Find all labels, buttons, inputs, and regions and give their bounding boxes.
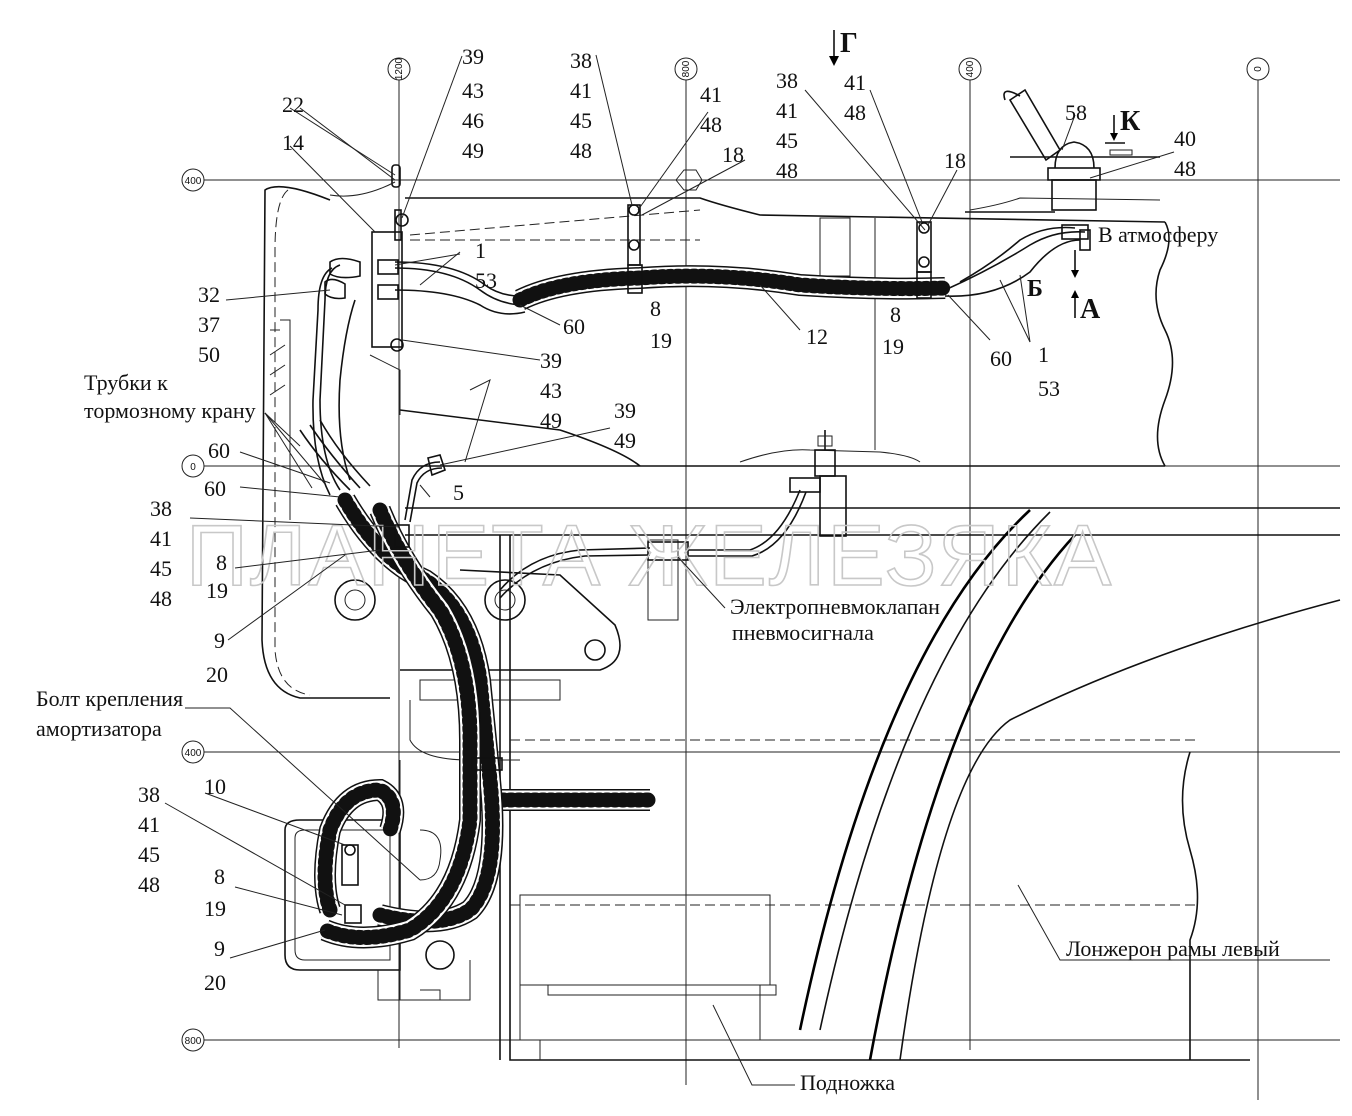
tubes-label-line2: тормозному крану <box>84 398 256 423</box>
footstep-label: Подножка <box>800 1070 895 1095</box>
label-38-d: 38 <box>138 782 160 807</box>
frame-rail-label: Лонжерон рамы левый <box>1066 936 1280 961</box>
label-40: 40 <box>1174 126 1196 151</box>
label-41-e: 41 <box>150 526 172 551</box>
view-arrows <box>829 30 1125 318</box>
label-39-a: 39 <box>462 44 484 69</box>
label-41-b: 41 <box>700 82 722 107</box>
label-46-a: 46 <box>462 108 484 133</box>
label-18-b: 18 <box>944 148 966 173</box>
coord-0-top: 0 <box>1253 66 1264 72</box>
coord-400-top: 400 <box>965 60 976 77</box>
view-label-k: К <box>1120 106 1141 137</box>
label-39-b: 39 <box>540 348 562 373</box>
watermark: ПЛАНЕТА ЖЕЛЕЗЯКА <box>186 508 1113 604</box>
bolt-label-line1: Болт крепления <box>36 686 183 711</box>
valve-label-line1: Электропневмоклапан <box>730 594 940 619</box>
label-38-a: 38 <box>570 48 592 73</box>
label-48-d: 48 <box>844 100 866 125</box>
label-19-d: 19 <box>204 896 226 921</box>
label-60-a: 60 <box>563 314 585 339</box>
label-41-d: 41 <box>844 70 866 95</box>
label-45-a: 45 <box>570 108 592 133</box>
label-45-c: 45 <box>150 556 172 581</box>
label-12: 12 <box>806 324 828 349</box>
label-9-b: 9 <box>214 936 225 961</box>
label-48-c: 48 <box>776 158 798 183</box>
coord-0-left: 0 <box>190 462 196 473</box>
label-20-b: 20 <box>204 970 226 995</box>
label-38-c: 38 <box>150 496 172 521</box>
label-48-a: 48 <box>570 138 592 163</box>
clamps <box>269 164 1091 924</box>
label-58: 58 <box>1065 100 1087 125</box>
label-41-f: 41 <box>138 812 160 837</box>
coord-400-left: 400 <box>185 176 202 187</box>
to-atmosphere-label: В атмосферу <box>1098 222 1218 247</box>
label-8-c: 8 <box>216 550 227 575</box>
label-53-b: 53 <box>1038 376 1060 401</box>
label-43-b: 43 <box>540 378 562 403</box>
label-19-c: 19 <box>206 578 228 603</box>
label-32: 32 <box>198 282 220 307</box>
coord-800: 800 <box>681 60 692 77</box>
label-37: 37 <box>198 312 220 337</box>
label-9-a: 9 <box>214 628 225 653</box>
label-45-b: 45 <box>776 128 798 153</box>
tubes-label-line1: Трубки к <box>84 370 168 395</box>
label-60-b: 60 <box>990 346 1012 371</box>
label-22: 22 <box>282 92 304 117</box>
label-1-a: 1 <box>475 238 486 263</box>
label-20-a: 20 <box>206 662 228 687</box>
coord-1200: 1200 <box>394 57 405 80</box>
label-39-c: 39 <box>614 398 636 423</box>
label-10: 10 <box>204 774 226 799</box>
label-8-a: 8 <box>650 296 661 321</box>
label-50: 50 <box>198 342 220 367</box>
label-41-c: 41 <box>776 98 798 123</box>
label-48-e: 48 <box>1174 156 1196 181</box>
label-8-d: 8 <box>214 864 225 889</box>
part-labels: 22 14 39 43 46 49 38 41 45 48 41 48 18 3… <box>36 28 1280 1095</box>
label-41-a: 41 <box>570 78 592 103</box>
label-19-a: 19 <box>650 328 672 353</box>
label-48-g: 48 <box>138 872 160 897</box>
view-label-b: Б <box>1027 276 1043 302</box>
view-label-a: А <box>1080 294 1101 325</box>
label-49-a: 49 <box>462 138 484 163</box>
label-19-b: 19 <box>882 334 904 359</box>
label-14: 14 <box>282 130 304 155</box>
bolt-label-line2: амортизатора <box>36 716 162 741</box>
coordinate-markers: 1200 800 400 0 400 0 400 800 <box>181 57 1270 1052</box>
label-48-f: 48 <box>150 586 172 611</box>
label-48-b: 48 <box>700 112 722 137</box>
label-49-b: 49 <box>540 408 562 433</box>
label-8-b: 8 <box>890 302 901 327</box>
leader-lines <box>164 54 1330 1086</box>
hoses <box>299 226 1086 949</box>
label-5: 5 <box>453 480 464 505</box>
coord-400-left-lower: 400 <box>185 748 202 759</box>
label-49-c: 49 <box>614 428 636 453</box>
label-60-c: 60 <box>208 438 230 463</box>
label-53-a: 53 <box>475 268 497 293</box>
label-43-a: 43 <box>462 78 484 103</box>
coord-800-left: 800 <box>185 1036 202 1047</box>
label-45-d: 45 <box>138 842 160 867</box>
valve-label-line2: пневмосигнала <box>732 620 874 645</box>
label-18-a: 18 <box>722 142 744 167</box>
label-60-d: 60 <box>204 476 226 501</box>
view-label-g: Г <box>840 28 858 59</box>
label-1-b: 1 <box>1038 342 1049 367</box>
label-38-b: 38 <box>776 68 798 93</box>
